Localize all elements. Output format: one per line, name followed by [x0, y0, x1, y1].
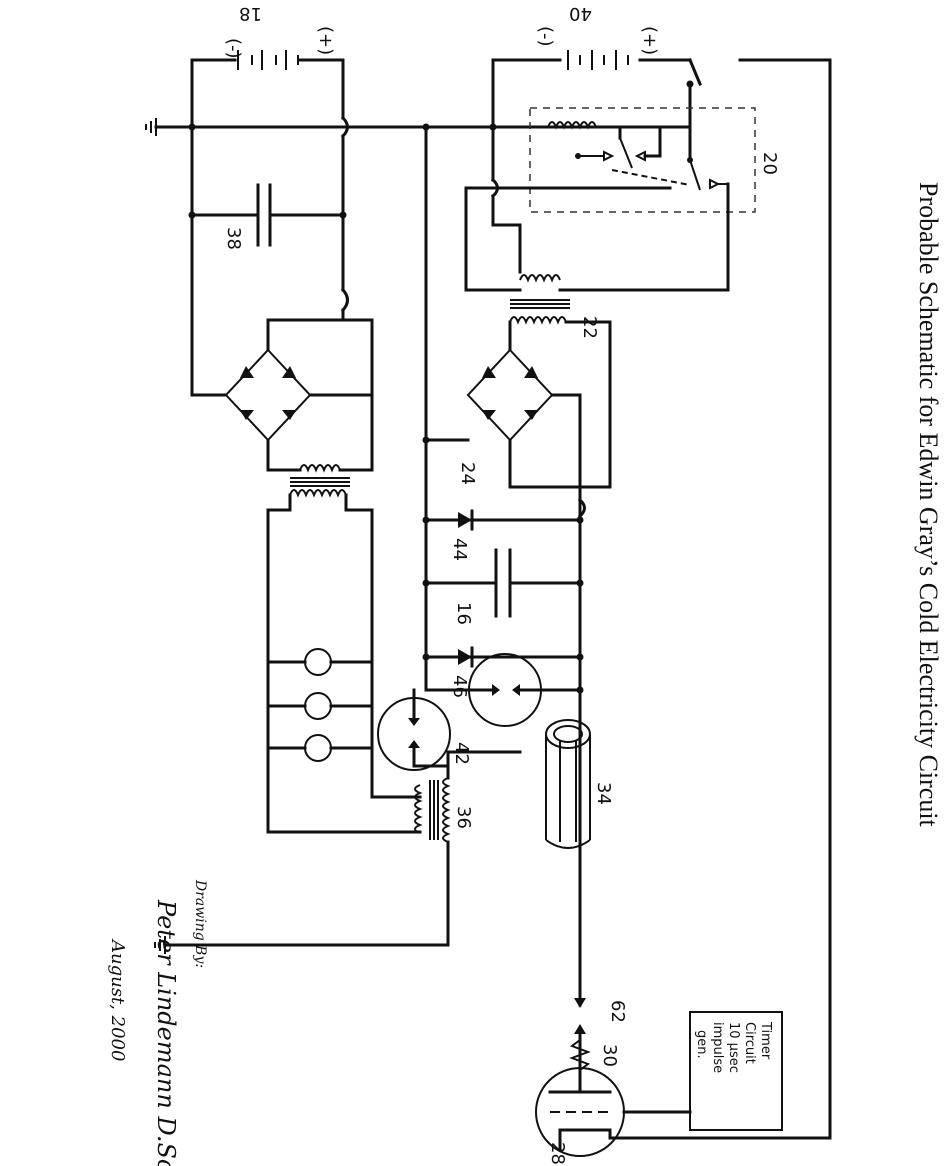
tube-28-label: 28: [547, 1142, 568, 1165]
battery-40-plus: (+): [639, 26, 660, 55]
bridge-rectifier-24: [422, 348, 612, 502]
spark-gap-62: [574, 998, 586, 1070]
ground-symbol-bottom: [154, 936, 166, 954]
battery-18-minus: (-): [223, 38, 244, 59]
tube-28: [535, 1067, 832, 1157]
battery-18-plus: (+): [315, 26, 336, 55]
timer-line-2: Circuit: [742, 1022, 757, 1064]
credit-line-3: August, 2000: [107, 938, 128, 1061]
capacitor-16-label: 16: [453, 602, 474, 625]
relay-20-label: 20: [759, 152, 780, 175]
transformer-36: [163, 764, 451, 947]
spark-gap-42-label: 42: [451, 742, 472, 765]
transformer-36-label: 36: [453, 806, 474, 829]
lamp-array: [266, 508, 422, 834]
diode-44: [422, 509, 584, 531]
capacitor-16: [422, 548, 584, 618]
battery-40-label: 40: [569, 3, 592, 24]
battery-40-minus: (-): [535, 26, 556, 47]
timer-line-5: gen.: [694, 1030, 709, 1059]
resistor-30: [569, 1039, 591, 1092]
diode-44-label: 44: [449, 538, 470, 561]
transformer-22-label: 22: [579, 316, 600, 339]
transformer-left: [266, 464, 374, 512]
relay-20-box: [529, 107, 756, 213]
timer-line-3: 10 µsec: [726, 1022, 741, 1073]
bridge-24-label: 24: [457, 462, 478, 485]
spark-gap-62-label: 62: [607, 1000, 628, 1023]
spark-gap-42: [377, 653, 584, 771]
timer-line-4: impulse: [710, 1022, 725, 1073]
page-title: Probable Schematic for Edwin Gray’s Cold…: [914, 182, 943, 828]
credit-line-2: Peter Lindemann D.Sc.: [152, 899, 180, 1166]
timer-line-1: Timer: [758, 1021, 773, 1060]
capacitor-38: [188, 183, 347, 247]
battery-18-label: 18: [239, 3, 262, 24]
diode-46: [422, 646, 584, 668]
relay-wiring: [464, 177, 730, 292]
credit-line-1: Drawing By:: [192, 879, 208, 968]
bridge-rectifier-left: [190, 287, 374, 472]
tube-34: [545, 719, 591, 849]
switch-40: [686, 58, 702, 162]
battery-18: [190, 50, 349, 397]
relay-20: [547, 121, 730, 292]
timer-circuit-box: Timer Circuit 10 µsec impulse gen.: [689, 1011, 783, 1131]
tube-34-label: 34: [593, 782, 614, 805]
resistor-30-label: 30: [599, 1044, 620, 1067]
diode-46-label: 46: [449, 675, 470, 698]
capacitor-38-label: 38: [223, 227, 244, 250]
battery-40: [491, 50, 832, 182]
credit-block: Drawing By: Peter Lindemann D.Sc. August…: [107, 879, 208, 1166]
transformer-22: [508, 274, 612, 489]
